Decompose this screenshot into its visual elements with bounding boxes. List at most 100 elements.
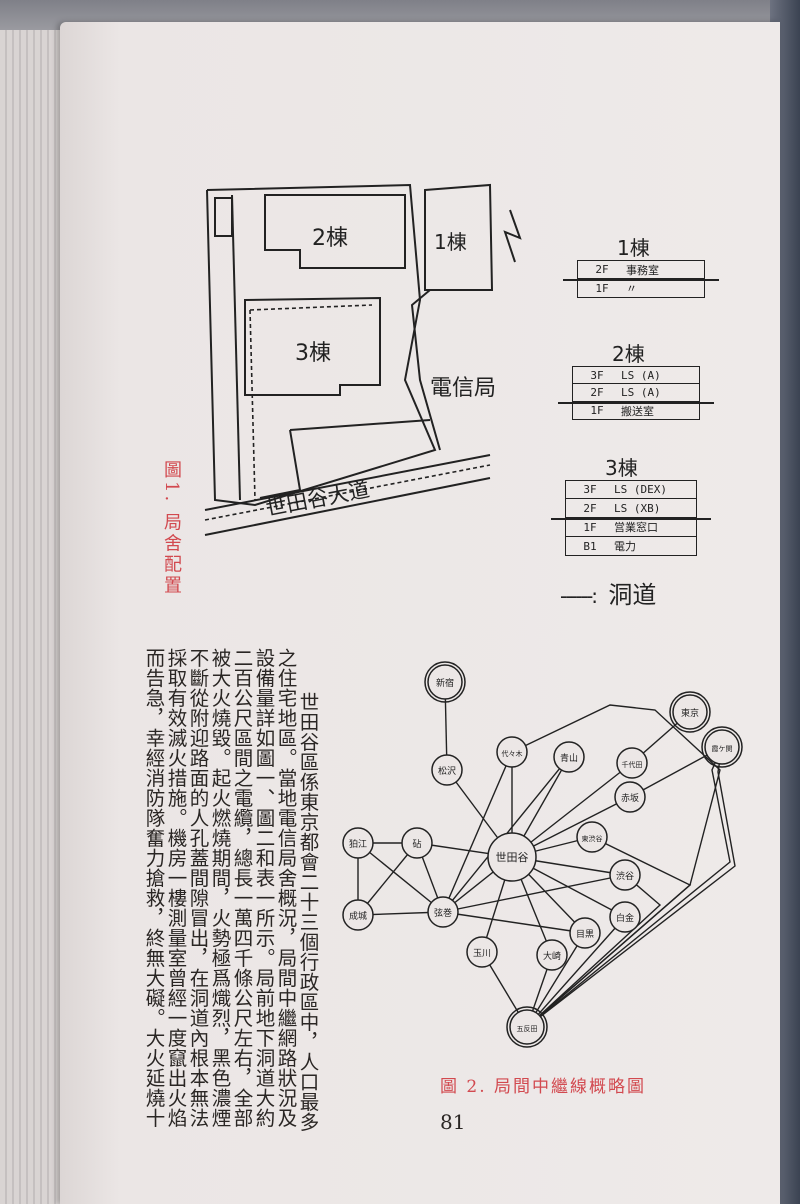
station-node-kinuta: 砧 [401, 827, 433, 859]
text-column: 不斷從附迎路面的人孔蓋間隙冒出，在洞道內根本無法 [186, 648, 209, 1128]
floor-row: 2F 事務室 [577, 260, 705, 279]
station-label: 赤坂 [621, 793, 639, 804]
floor-table-title: 1棟 [617, 236, 650, 260]
station-label: 青山 [560, 752, 578, 764]
station-node-komae: 狛江 [342, 827, 374, 859]
station-label: 渋谷 [616, 870, 634, 882]
ground-line [558, 402, 714, 404]
station-node-tsurumaki: 弦巻 [427, 896, 459, 928]
floor-level: 2F [583, 501, 597, 515]
tunnel-legend: ------: 洞道 [560, 575, 656, 610]
station-label: 弦巻 [434, 907, 452, 919]
station-label: 世田谷 [496, 851, 529, 864]
trunk-line [526, 836, 692, 1028]
station-node-gotanda: 五反田 [506, 1006, 548, 1048]
station-label: 東京 [681, 707, 699, 719]
floor-row: 1F 〃 [577, 279, 705, 298]
ground-line [551, 518, 711, 520]
floor-row: 2F LS (A) [572, 384, 700, 402]
building-3-label: 3棟 [295, 341, 331, 366]
trunk-line [442, 751, 513, 913]
station-label: 狛江 [349, 838, 367, 850]
station-label: 五反田 [517, 1024, 538, 1033]
station-label: 千代田 [622, 760, 643, 769]
station-node-tamagawa: 玉川 [466, 936, 498, 968]
text-column: 被大火燒毀。起火燃燒期間，火勢極爲熾烈，黑色濃煙 [208, 648, 231, 1128]
floor-use: LS (A) [621, 368, 661, 382]
station-label: 霞ケ関 [712, 745, 733, 753]
floor-row: 3F LS (DEX) [565, 480, 697, 499]
station-node-tokyo: 東京 [669, 691, 711, 733]
legend-label: 洞道 [608, 581, 657, 609]
text-column: 世田谷區係東京都會二十三個行政區中，人口最多 [296, 692, 319, 1132]
floor-level: 3F [590, 368, 604, 382]
floor-use: 搬送室 [621, 404, 654, 418]
trunk-line [442, 911, 586, 934]
station-label: 砧 [412, 838, 421, 850]
floor-row: 3F LS (A) [572, 366, 700, 384]
text-column: 而告急，幸經消防隊奮力搶救，終無大礙。大火延燒十 [142, 648, 165, 1128]
floor-level: 1F [590, 404, 604, 417]
trunk-line [526, 932, 586, 1028]
station-node-matsuzawa: 松沢 [431, 754, 463, 786]
station-node-shinjuku: 新宿 [424, 661, 466, 703]
text-column: 二百公尺區間之電纜，總長一萬四千條公尺左右，全部 [230, 648, 253, 1128]
ground-line [563, 279, 719, 281]
floor-level: 2F [590, 386, 604, 399]
floor-use: LS (DEX) [614, 483, 667, 496]
floor-use: 営業窓口 [614, 521, 658, 534]
trunk-line [442, 874, 626, 913]
floor-use: LS (XB) [614, 501, 661, 515]
text-column: 設備量詳如圖一、圖二和表一所示。局前地下洞道大約 [252, 648, 275, 1128]
building-1-label: 1棟 [434, 230, 467, 254]
trunk-line [511, 762, 633, 858]
floor-level: B1 [583, 539, 597, 553]
station-node-seijo: 成城 [342, 899, 374, 931]
text-column: 之住宅地區。當地電信局舍概況，局間中繼網路狀況及 [274, 648, 297, 1128]
station-node-meguro: 目黒 [569, 917, 601, 949]
text-column: 採取有效滅火措施。機房一樓測量室曾經一度竄出火焰 [164, 648, 187, 1128]
station-node-yoyogi: 代々木 [496, 736, 528, 768]
station-node-shirokane: 白金 [609, 901, 641, 933]
station-node-osaki: 大崎 [536, 939, 568, 971]
floor-use: LS (A) [621, 386, 661, 399]
station-label: 新宿 [436, 677, 454, 689]
telecom-office-label: 電信局 [430, 376, 497, 401]
station-label: 大崎 [543, 950, 561, 962]
trunk-line [526, 916, 626, 1028]
floor-row: 1F 営業窓口 [565, 518, 697, 537]
station-node-aoyama: 青山 [553, 741, 585, 773]
legend-symbol: ------: [560, 584, 598, 608]
building-2-label: 2棟 [312, 226, 348, 251]
station-label: 東渋谷 [582, 834, 603, 843]
station-label: 成城 [349, 910, 367, 922]
station-node-setagaya: 世田谷 [487, 832, 537, 882]
figure1-caption: 圖1. 局舍配置 [161, 460, 182, 597]
station-node-chiyoda: 千代田 [616, 747, 648, 779]
floor-use: 電力 [614, 540, 636, 553]
station-label: 目黒 [576, 929, 594, 940]
floor-level: 1F [583, 520, 597, 534]
floor-row: 1F 搬送室 [572, 402, 700, 420]
floor-use: 〃 [626, 282, 637, 295]
station-node-higashishibuya: 東渋谷 [576, 821, 608, 853]
floor-row: 2F LS (XB) [565, 499, 697, 518]
floor-level: 2F [595, 263, 609, 276]
station-label: 松沢 [438, 765, 456, 777]
station-label: 代々木 [502, 749, 523, 758]
figure1-site-map [204, 183, 522, 536]
floor-level: 1F [595, 281, 609, 295]
station-label: 玉川 [473, 948, 491, 959]
trunk-line [357, 842, 444, 913]
station-node-akasaka: 赤坂 [614, 781, 646, 813]
station-node-shibuya: 渋谷 [609, 859, 641, 891]
figure2-caption: 圖 2. 局間中繼線概略圖 [440, 1077, 647, 1097]
station-label: 白金 [616, 912, 634, 924]
floor-row: B1 電力 [565, 537, 697, 556]
station-node-kasumigaseki: 霞ケ関 [701, 726, 743, 768]
floor-level: 3F [583, 483, 597, 496]
page-number: 81 [440, 1110, 466, 1134]
floor-use: 事務室 [626, 263, 659, 277]
book-page [60, 22, 780, 1204]
